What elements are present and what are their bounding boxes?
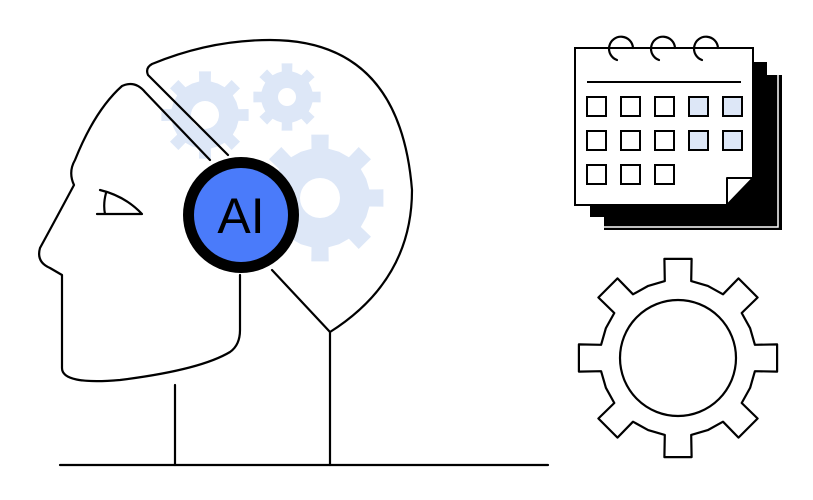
calendar-day (620, 130, 641, 151)
ai-badge-label: AI (217, 188, 264, 244)
calendar-day (654, 96, 675, 117)
ring-icon (692, 35, 720, 62)
page-curl (726, 177, 754, 206)
calendar-grid (586, 96, 743, 185)
calendar-day (654, 164, 675, 185)
settings-gear-icon (577, 257, 779, 459)
calendar-day (586, 130, 607, 151)
calendar-day-highlighted (688, 130, 709, 151)
calendar-day-highlighted (722, 96, 743, 117)
ring-icon (607, 35, 635, 62)
gear-icon (253, 63, 321, 131)
calendar-day-highlighted (722, 130, 743, 151)
brain-cap-outline (146, 38, 414, 334)
calendar-day (586, 164, 607, 185)
eye-icon (95, 188, 144, 216)
calendar-rings (607, 35, 720, 62)
calendar-icon (574, 35, 782, 230)
ring-icon (649, 35, 677, 62)
ai-badge: AI (183, 157, 299, 273)
calendar-day-highlighted (688, 96, 709, 117)
face-outline (38, 82, 242, 383)
calendar-day (654, 130, 675, 151)
calendar-day (620, 164, 641, 185)
calendar-day (586, 96, 607, 117)
gear-icon (161, 71, 249, 159)
head-profile (38, 38, 550, 467)
calendar-day (620, 96, 641, 117)
